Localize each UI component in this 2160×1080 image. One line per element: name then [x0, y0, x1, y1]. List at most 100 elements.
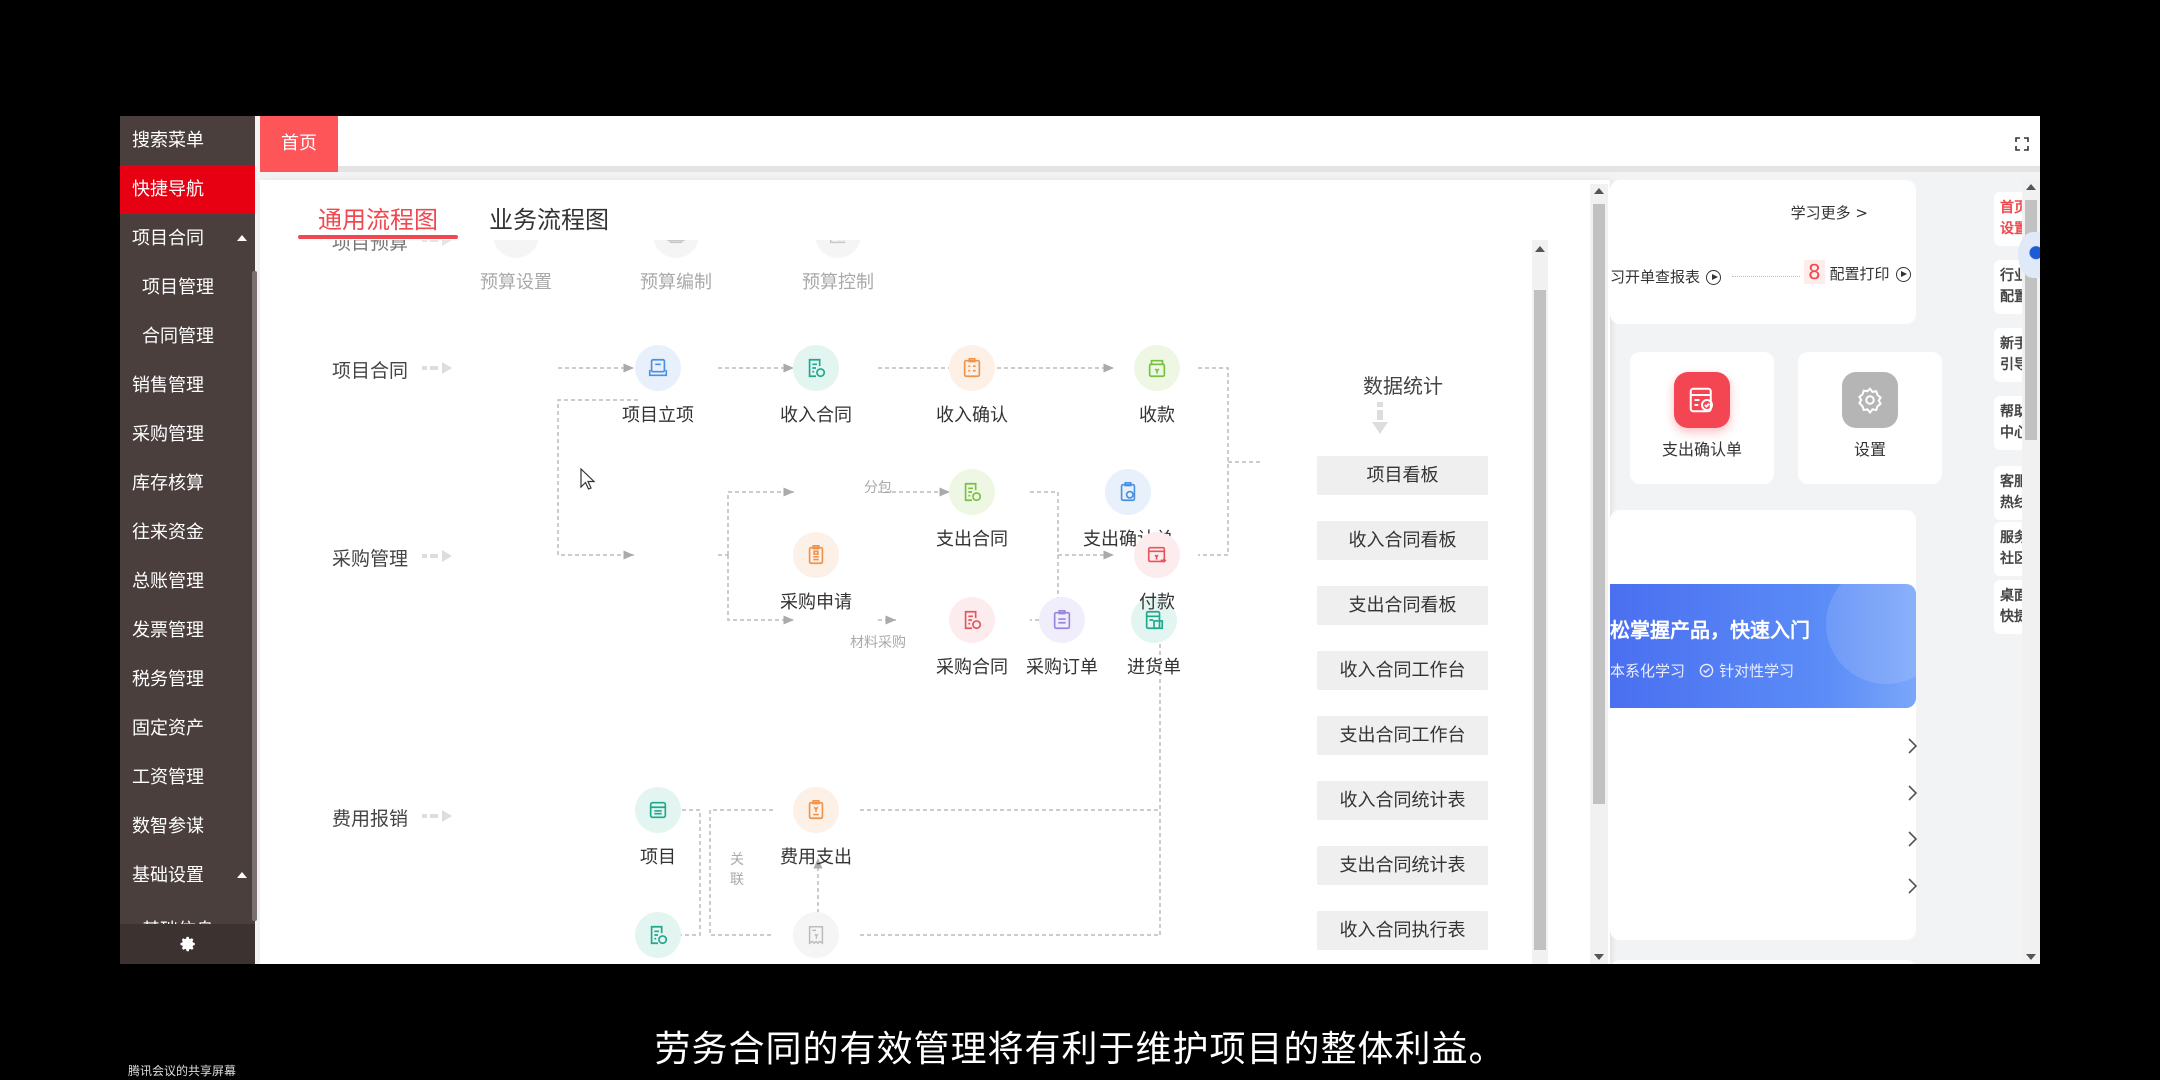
budget-settings-icon — [493, 240, 539, 258]
node-project[interactable]: 项目 — [598, 787, 718, 869]
sidebar-item-tax[interactable]: 税务管理 — [120, 655, 255, 704]
active-tab-indicator — [298, 235, 458, 239]
sidebar-item-label: 工资管理 — [132, 767, 204, 788]
sidebar-item-ledger[interactable]: 总账管理 — [120, 557, 255, 606]
tab-home[interactable]: 首页 — [260, 116, 338, 172]
sidebar-item-label: 采购管理 — [132, 424, 204, 445]
panel-scrollbar-thumb[interactable] — [1593, 204, 1605, 804]
step-7[interactable]: 习开单查报表 — [1610, 266, 1722, 287]
scroll-up-icon[interactable] — [1535, 246, 1545, 252]
note-subcontract: 分包 — [864, 480, 892, 496]
node-project-setup[interactable]: 项目立项 — [598, 345, 718, 427]
learning-card — [1610, 510, 1916, 940]
node-purchase-order[interactable]: 采购订单 — [1002, 597, 1122, 679]
tab-business-flow[interactable]: 业务流程图 — [489, 206, 609, 234]
sidebar-item-project-contract[interactable]: 项目合同 — [120, 214, 255, 263]
sidebar-item-label: 税务管理 — [132, 669, 204, 690]
node-payment[interactable]: 付款 — [1097, 532, 1217, 614]
node-budget-control[interactable]: 预算控制 — [778, 240, 898, 294]
page-scrollbar[interactable] — [2022, 180, 2040, 964]
sidebar-item-purchase[interactable]: 采购管理 — [120, 410, 255, 459]
scroll-up-icon[interactable] — [1594, 188, 1604, 194]
diagram-scrollbar[interactable] — [1532, 240, 1548, 964]
node-purchase-request[interactable]: 采购申请 — [756, 532, 876, 614]
onboarding-banner[interactable]: 松掌握产品，快速入门 本系化学习 针对性学习 — [1610, 584, 1916, 708]
row-label-expense-reimbursement: 费用报销 — [332, 808, 409, 830]
sidebar: 搜索菜单 快捷导航 项目合同 项目管理 合同管理 销售管理 采购管理 库存核算 … — [120, 116, 257, 964]
sidebar-item-label: 项目管理 — [142, 277, 214, 298]
gear-icon — [1842, 372, 1898, 428]
sidebar-item-basic-settings[interactable]: 基础设置 — [120, 851, 255, 900]
stats-income-contract-board-button[interactable]: 收入合同看板 — [1317, 521, 1488, 560]
sidebar-settings-button[interactable] — [120, 924, 255, 964]
row-arrow-icon — [422, 550, 452, 562]
reimbursement-icon — [793, 912, 839, 958]
collapse-arrow-icon — [237, 872, 247, 878]
quick-settings[interactable]: 设置 — [1798, 352, 1942, 484]
sidebar-item-contract-management[interactable]: 合同管理 — [120, 312, 255, 361]
stats-expense-contract-board-button[interactable]: 支出合同看板 — [1317, 586, 1488, 625]
stats-project-board-button[interactable]: 项目看板 — [1317, 456, 1488, 495]
assistant-robot-icon[interactable] — [2018, 232, 2040, 278]
learn-more-link[interactable]: 学习更多 > — [1790, 204, 1868, 222]
sidebar-item-smart-advisor[interactable]: 数智参谋 — [120, 802, 255, 851]
sidebar-item-payroll[interactable]: 工资管理 — [120, 753, 255, 802]
quick-expense-confirm[interactable]: 支出确认单 — [1630, 352, 1774, 484]
node-expense-spending[interactable]: 费用支出 — [756, 787, 876, 869]
node-budget-settings[interactable]: 预算设置 — [456, 240, 576, 294]
sidebar-item-funds[interactable]: 往来资金 — [120, 508, 255, 557]
project-icon — [635, 787, 681, 833]
chevron-right-icon[interactable] — [1902, 829, 1922, 849]
stats-income-contract-workbench-button[interactable]: 收入合同工作台 — [1317, 651, 1488, 690]
stats-income-contract-execution-button[interactable]: 收入合同执行表 — [1317, 911, 1488, 950]
stats-income-contract-report-button[interactable]: 收入合同统计表 — [1317, 781, 1488, 820]
check-circle-icon — [1700, 663, 1714, 678]
node-expense-contract[interactable]: 支出合同 — [912, 469, 1032, 551]
sidebar-item-invoice[interactable]: 发票管理 — [120, 606, 255, 655]
collection-icon — [1134, 345, 1180, 391]
stats-title: 数据统计 — [1363, 374, 1443, 398]
node-purchase-contract[interactable]: 采购合同 — [912, 597, 1032, 679]
chevron-right-icon[interactable] — [1902, 876, 1922, 896]
flow-diagram: 项目预算 项目合同 采购管理 费用报销 预算设置 预算编制 预算控制 — [260, 240, 1540, 964]
node-reimbursement[interactable]: 报销单 — [756, 912, 876, 964]
scroll-down-icon[interactable] — [1594, 954, 1604, 960]
sidebar-item-search-menu[interactable]: 搜索菜单 — [120, 116, 255, 165]
sidebar-item-inventory[interactable]: 库存核算 — [120, 459, 255, 508]
node-collection[interactable]: 收款 — [1097, 345, 1217, 427]
sidebar-item-label: 项目合同 — [132, 228, 204, 249]
panel-scrollbar[interactable] — [1590, 184, 1608, 964]
expense-spending-icon — [793, 787, 839, 833]
scroll-down-icon[interactable] — [2026, 954, 2036, 960]
stats-expense-contract-report-button[interactable]: 支出合同统计表 — [1317, 846, 1488, 885]
expense-confirm-icon — [1674, 372, 1730, 428]
sidebar-item-fixed-assets[interactable]: 固定资产 — [120, 704, 255, 753]
node-income-confirm[interactable]: 收入确认 — [912, 345, 1032, 427]
node-receipt-note[interactable]: 进货单 — [1094, 597, 1214, 679]
fullscreen-button[interactable] — [2004, 118, 2040, 170]
sidebar-item-label: 库存核算 — [132, 473, 204, 494]
sidebar-item-label: 销售管理 — [132, 375, 204, 396]
receipt-note-icon — [1131, 597, 1177, 643]
node-income-contract[interactable]: 收入合同 — [756, 345, 876, 427]
screen-share-watermark: 腾讯会议的共享屏幕 — [128, 1064, 237, 1078]
sidebar-item-project-management[interactable]: 项目管理 — [120, 263, 255, 312]
collapse-arrow-icon — [237, 235, 247, 241]
step-8[interactable]: 8 配置打印 — [1804, 260, 1911, 284]
sidebar-item-quick-nav[interactable]: 快捷导航 — [120, 165, 255, 214]
payment-icon — [1134, 532, 1180, 578]
chevron-right-icon[interactable] — [1902, 736, 1922, 756]
sidebar-item-sales[interactable]: 销售管理 — [120, 361, 255, 410]
income-contract-icon — [793, 345, 839, 391]
tab-general-flow[interactable]: 通用流程图 — [318, 206, 438, 234]
node-income-contract-expense[interactable]: 收入合同 — [598, 912, 718, 964]
sidebar-item-basic-info[interactable]: 基础信息 — [142, 916, 214, 926]
node-budget-compile[interactable]: 预算编制 — [616, 240, 736, 294]
sidebar-scrollbar[interactable] — [252, 271, 257, 921]
chevron-right-icon[interactable] — [1902, 783, 1922, 803]
play-icon — [1895, 267, 1911, 282]
scroll-up-icon[interactable] — [2026, 184, 2036, 190]
stats-expense-contract-workbench-button[interactable]: 支出合同工作台 — [1317, 716, 1488, 755]
diagram-scrollbar-thumb[interactable] — [1534, 290, 1546, 950]
flow-diagram-panel: 通用流程图 业务流程图 — [260, 180, 1610, 964]
